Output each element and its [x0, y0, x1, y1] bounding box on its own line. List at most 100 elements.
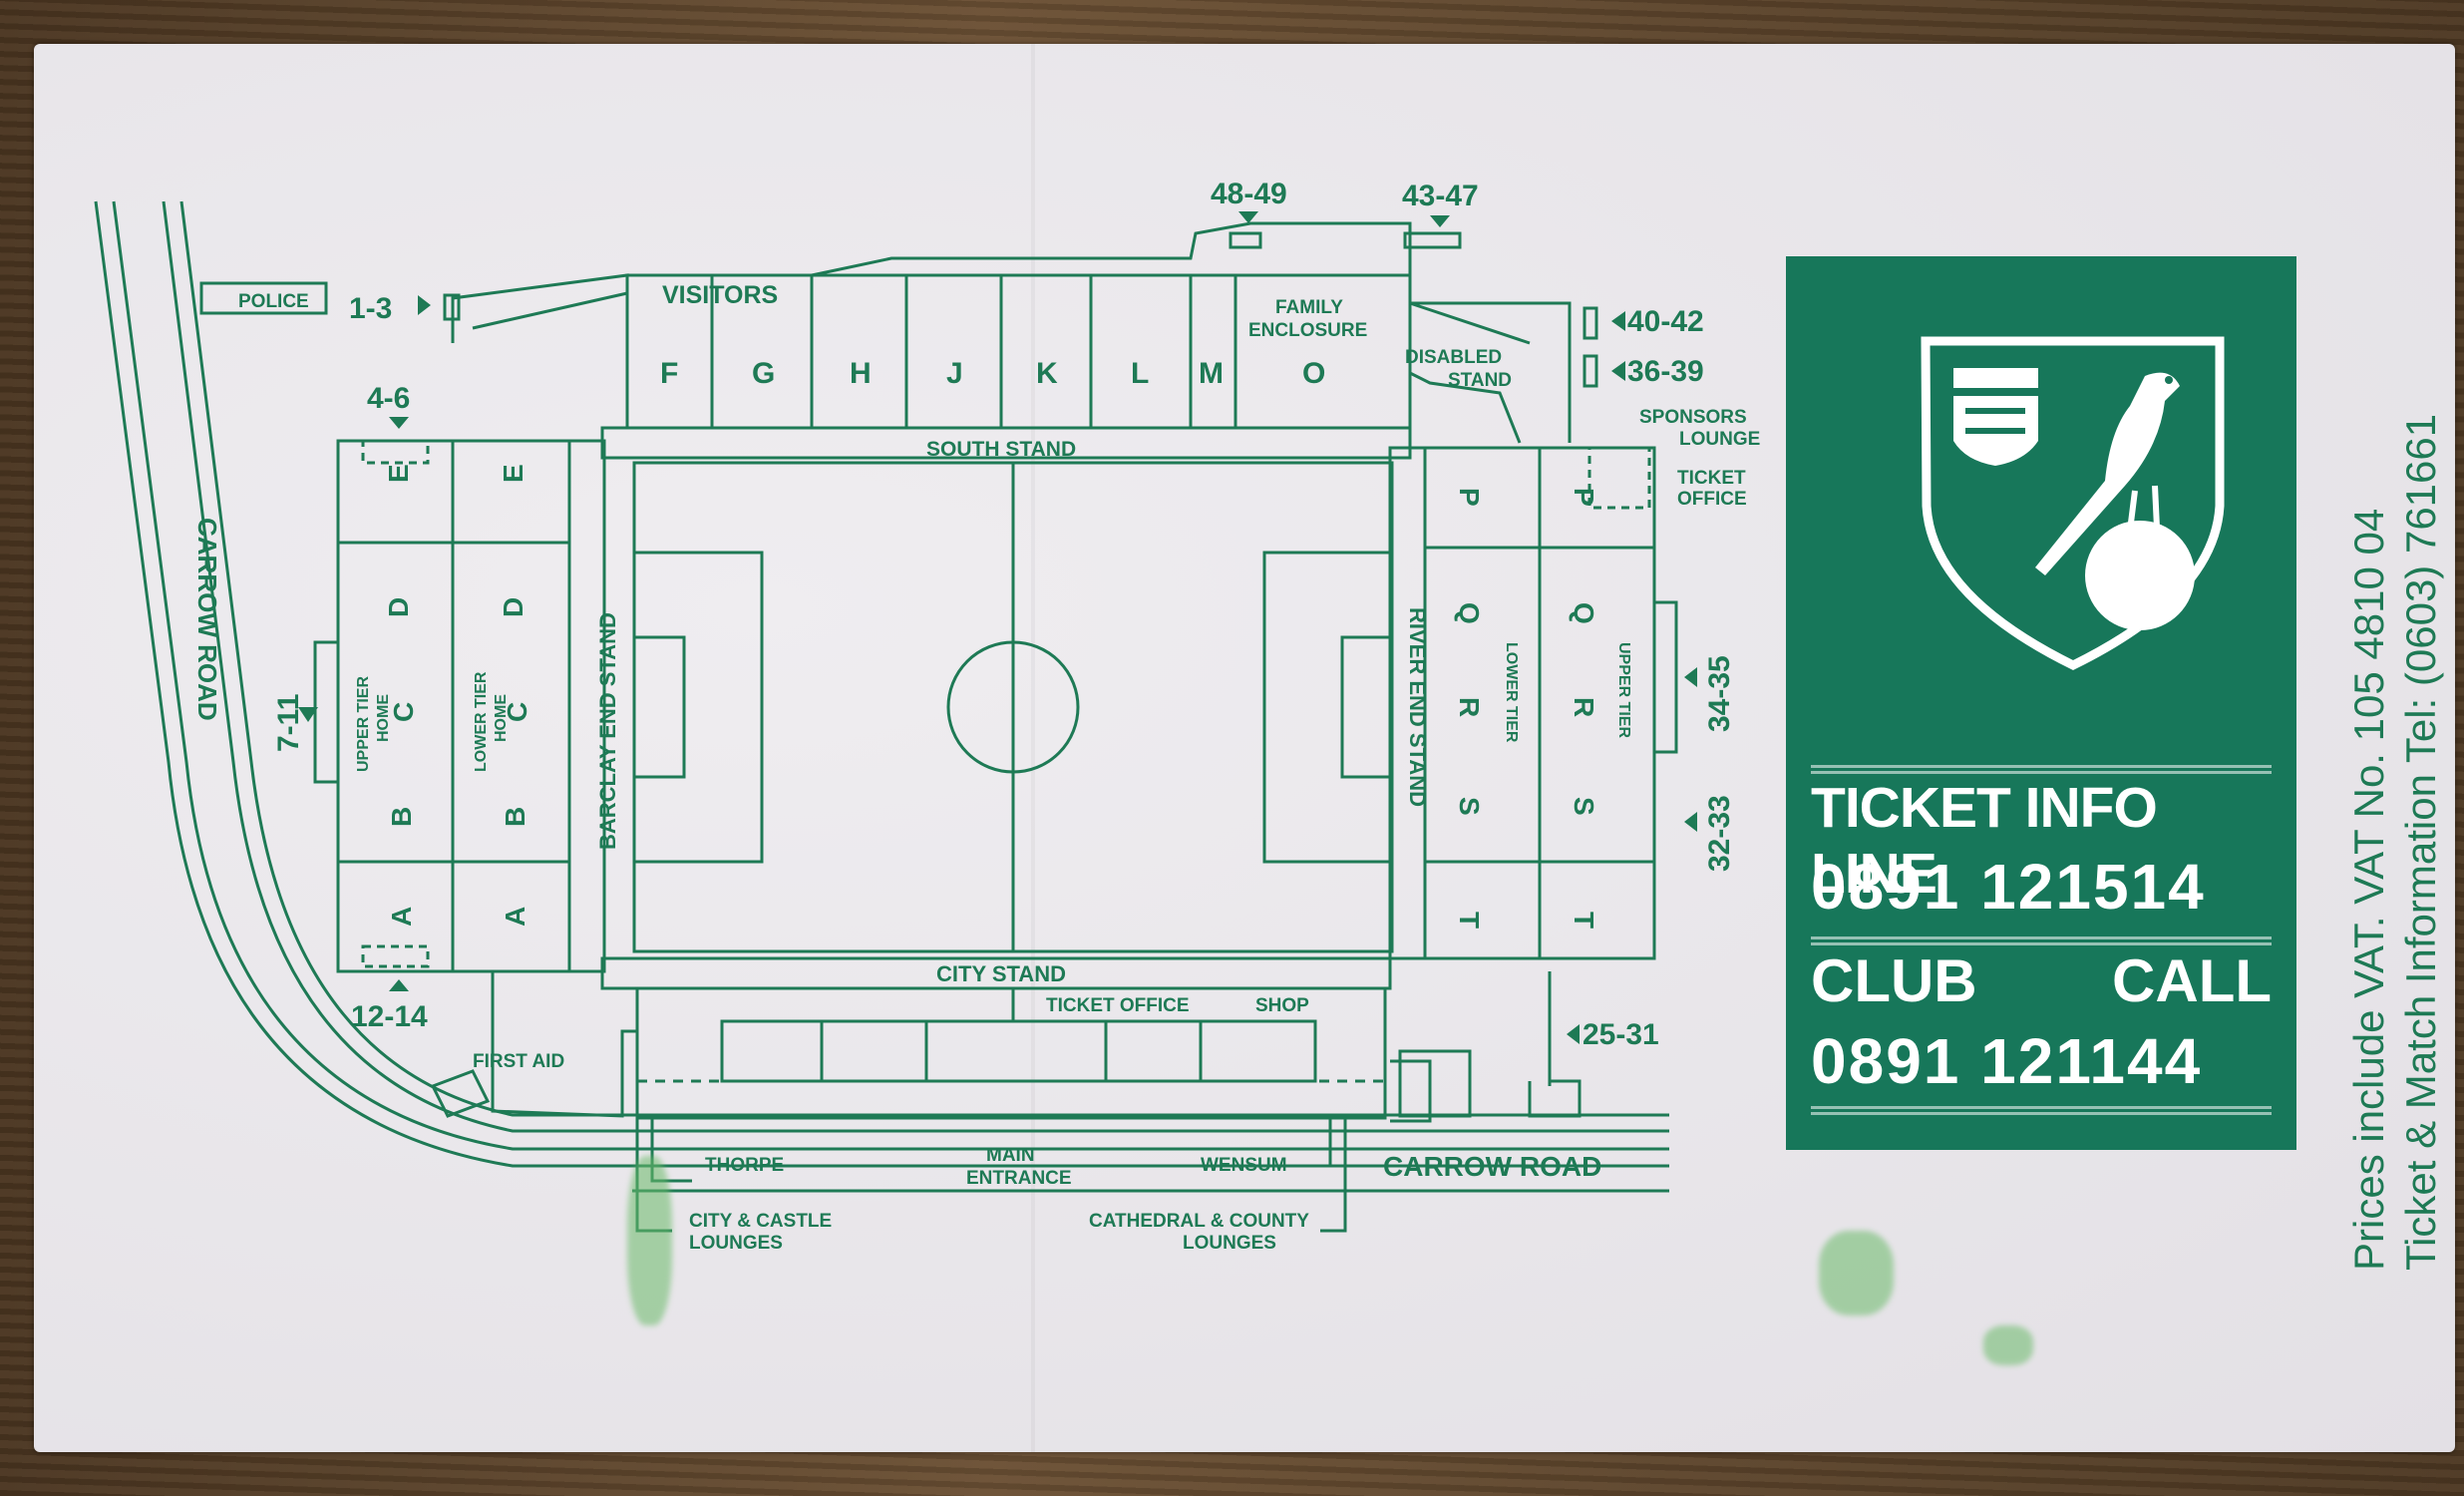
- cathedral-label-2: LOUNGES: [1183, 1233, 1276, 1254]
- city-stand: [430, 956, 1582, 1233]
- upper-tier-home-2: HOME: [375, 694, 392, 742]
- city-castle-label-1: CITY & CASTLE: [689, 1211, 832, 1232]
- block-O: O: [1302, 357, 1325, 390]
- lower-block-E: E: [498, 464, 528, 483]
- turnstile-4-6: 4-6: [367, 382, 410, 415]
- lower-block-A: A: [500, 907, 530, 927]
- turnstile-40-42: 40-42: [1627, 305, 1704, 338]
- police-label: POLICE: [238, 291, 309, 312]
- info-panel: TICKET INFO LINE 0891 121514 CLUB CALL 0…: [1786, 256, 2296, 1150]
- divider-1: [1811, 765, 2272, 774]
- stadium-map: CARROW ROAD CARROW ROAD POLICE VISITORS: [94, 178, 1760, 1254]
- lower-tier-home-2: HOME: [493, 694, 510, 742]
- upper-block-Q: Q: [1569, 602, 1599, 624]
- block-L: L: [1131, 357, 1149, 390]
- cathedral-label-1: CATHEDRAL & COUNTY: [1089, 1211, 1309, 1232]
- ticket-info-title: TICKET INFO LINE: [1811, 776, 2158, 906]
- visitors-label: VISITORS: [662, 281, 778, 309]
- lower-block-R: R: [1454, 697, 1485, 717]
- block-J: J: [946, 357, 963, 390]
- club-crest-icon: [1921, 336, 2225, 671]
- ticket-info-number: 0891 121514: [1811, 851, 2206, 923]
- ticket-office-city-label: TICKET OFFICE: [1046, 995, 1190, 1016]
- upper-block-C: C: [388, 702, 419, 722]
- barclay-end-label: BARCLAY END STAND: [595, 612, 620, 850]
- lower-tier-label: LOWER TIER: [1503, 642, 1520, 743]
- main-entrance-label-1: MAIN: [986, 1145, 1035, 1166]
- upper-block-E: E: [383, 464, 414, 483]
- lower-block-Q: Q: [1454, 602, 1485, 624]
- city-castle-label-2: LOUNGES: [689, 1233, 783, 1254]
- lower-block-B: B: [500, 807, 530, 827]
- river-block-labels: P Q R S T P Q R S T: [1454, 488, 1599, 929]
- family-label-1: FAMILY: [1275, 297, 1343, 318]
- disabled-label-1: DISABLED: [1405, 347, 1502, 368]
- lower-tier-home-1: LOWER TIER: [473, 671, 490, 772]
- stain: [1819, 1231, 1894, 1315]
- wensum-label: WENSUM: [1201, 1155, 1287, 1176]
- match-ticket: CARROW ROAD CARROW ROAD POLICE VISITORS: [34, 44, 2455, 1452]
- match-info-phone: Ticket & Match Information Tel: (0603) 7…: [2397, 413, 2444, 1271]
- lower-block-D: D: [498, 597, 528, 617]
- lower-block-S: S: [1454, 797, 1485, 816]
- turnstile-1-3: 1-3: [349, 292, 392, 325]
- police-building: [199, 281, 328, 315]
- block-M: M: [1199, 357, 1224, 390]
- turnstile-32-33: 32-33: [1703, 795, 1736, 872]
- sponsors-label-1: SPONSORS: [1639, 407, 1747, 428]
- club-call-number: 0891 121144: [1811, 1025, 2203, 1097]
- city-stand-label: CITY STAND: [936, 961, 1066, 986]
- turnstile-markers: 1-3 4-6 7-11 12-14 48-49 43-47 40-42 36-…: [272, 178, 1736, 1051]
- shop-label: SHOP: [1255, 995, 1309, 1016]
- divider-3: [1811, 1106, 2272, 1115]
- turnstile-36-39: 36-39: [1627, 355, 1704, 388]
- family-label-2: ENCLOSURE: [1248, 320, 1367, 341]
- disabled-label-2: STAND: [1448, 370, 1512, 391]
- first-aid-label: FIRST AID: [473, 1051, 564, 1072]
- block-K: K: [1036, 357, 1058, 390]
- upper-block-R: R: [1569, 697, 1599, 717]
- club-label: CLUB: [1811, 947, 1977, 1014]
- thorpe-label: THORPE: [705, 1155, 784, 1176]
- sponsors-label-2: LOUNGE: [1679, 429, 1760, 450]
- turnstile-25-31: 25-31: [1583, 1018, 1659, 1051]
- turnstile-12-14: 12-14: [351, 1000, 428, 1033]
- road-lines: [94, 200, 1669, 1193]
- vat-note: Prices include VAT. VAT No. 105 4810 04: [2345, 508, 2392, 1271]
- south-stand-label: SOUTH STAND: [926, 438, 1076, 461]
- river-end-stand: [1388, 446, 1678, 960]
- south-block-labels: F G H J K L M O: [660, 357, 1325, 390]
- pitch: [632, 461, 1394, 953]
- stain: [627, 1156, 672, 1325]
- block-F: F: [660, 357, 678, 390]
- barclay-block-labels: E D C B A E D C B A: [383, 464, 532, 927]
- turnstile-7-11: 7-11: [272, 694, 305, 752]
- lower-block-T: T: [1454, 912, 1485, 929]
- upper-block-D: D: [383, 597, 414, 617]
- divider-2: [1811, 936, 2272, 945]
- call-label: CALL: [2112, 947, 2272, 1014]
- upper-block-B: B: [386, 807, 417, 827]
- main-entrance-label-2: ENTRANCE: [966, 1168, 1072, 1189]
- lower-block-P: P: [1454, 488, 1485, 507]
- upper-block-T: T: [1569, 912, 1599, 929]
- turnstile-34-35: 34-35: [1703, 655, 1736, 732]
- road-label-carrow-south: CARROW ROAD: [1383, 1151, 1601, 1182]
- south-stand: [451, 221, 1572, 460]
- turnstile-48-49: 48-49: [1211, 178, 1287, 210]
- road-label-carrow-west: CARROW ROAD: [192, 518, 222, 721]
- block-G: G: [752, 357, 775, 390]
- upper-block-S: S: [1569, 797, 1599, 816]
- upper-block-P: P: [1569, 488, 1599, 507]
- turnstile-43-47: 43-47: [1402, 180, 1479, 212]
- ticket-office-label-2: OFFICE: [1677, 489, 1747, 510]
- stain: [1983, 1325, 2033, 1365]
- river-end-label: RIVER END STAND: [1405, 607, 1430, 807]
- upper-block-A: A: [386, 907, 417, 927]
- block-H: H: [850, 357, 872, 390]
- upper-tier-label: UPPER TIER: [1615, 642, 1632, 738]
- ticket-office-label-1: TICKET: [1677, 468, 1746, 489]
- upper-tier-home-1: UPPER TIER: [355, 676, 372, 772]
- barclay-end-stand: [313, 439, 606, 973]
- lower-block-C: C: [502, 702, 532, 722]
